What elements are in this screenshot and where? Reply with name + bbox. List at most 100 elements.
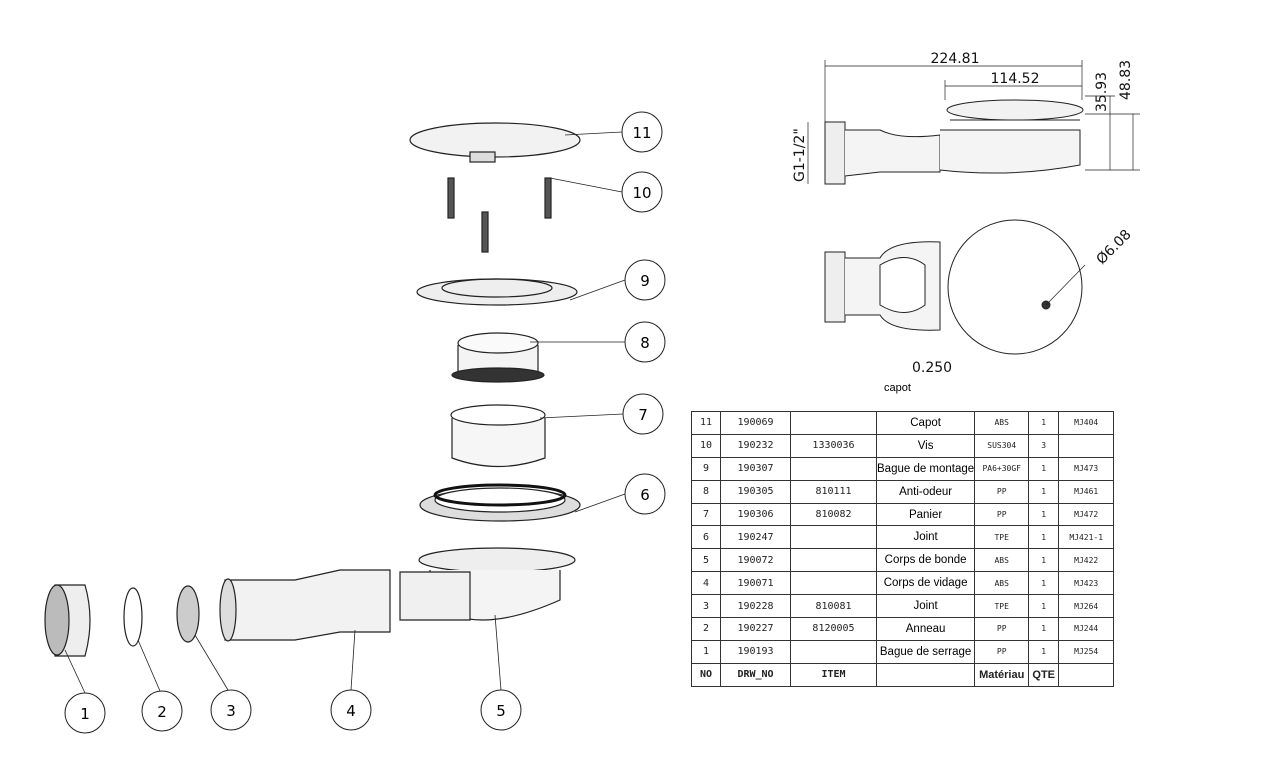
callout-1: 1 — [64, 692, 106, 734]
cell-name: Joint — [875, 525, 976, 550]
cell-mat: PP — [974, 479, 1030, 504]
cell-name: Bague de montage — [875, 456, 976, 481]
cell-name: Corps de bonde — [875, 548, 976, 573]
callout-5: 5 — [480, 689, 522, 731]
cell-qty: 1 — [1028, 525, 1060, 550]
dim-hole-diameter: Ø6.08 — [1094, 227, 1135, 268]
cell-drw: 190072 — [720, 548, 791, 573]
part-8-anti-odour — [451, 332, 545, 383]
cell-name: Bague de serrage — [875, 639, 976, 664]
cell-drw: 190193 — [720, 639, 791, 664]
cell-mat: PP — [974, 639, 1030, 664]
dim-overall-length: 224.81 — [931, 51, 980, 67]
side-view — [824, 99, 1084, 185]
svg-text:3: 3 — [226, 702, 236, 720]
cell-name: Anti-odeur — [875, 479, 976, 504]
callout-6: 6 — [624, 473, 666, 515]
part-9-mounting-ring — [416, 278, 578, 306]
callout-8: 8 — [624, 321, 666, 363]
svg-text:1: 1 — [80, 705, 90, 723]
cell-qty: 3 — [1028, 433, 1060, 458]
cell-mat: ABS — [974, 571, 1030, 596]
cell-no: 2 — [691, 617, 721, 641]
cell-mat: PA6+30GF — [974, 456, 1030, 481]
cell-ref — [1058, 433, 1115, 458]
cell-no: 3 — [691, 594, 721, 619]
header-qty: QTE — [1028, 662, 1060, 687]
svg-text:2: 2 — [157, 703, 167, 721]
callout-7: 7 — [622, 393, 664, 435]
cell-item: 1330036 — [790, 433, 877, 458]
cell-mat: PP — [974, 502, 1030, 527]
cell-ref: MJ422 — [1058, 548, 1115, 573]
cell-mat: TPE — [974, 525, 1030, 550]
cell-item: 810082 — [790, 502, 877, 527]
part-3-joint — [176, 585, 200, 643]
cell-name: Corps de vidage — [875, 571, 976, 596]
cell-name: Panier — [875, 502, 976, 527]
cell-drw: 190305 — [720, 479, 791, 504]
svg-text:6: 6 — [640, 486, 650, 504]
cell-no: 10 — [691, 433, 721, 458]
cell-item: 810111 — [790, 479, 877, 504]
cell-qty: 1 — [1028, 594, 1060, 619]
part-1-nut — [44, 584, 91, 657]
cell-qty: 1 — [1028, 571, 1060, 596]
top-view — [824, 219, 1086, 355]
header-item: ITEM — [790, 662, 877, 687]
cell-name: Anneau — [875, 617, 976, 641]
svg-text:11: 11 — [632, 124, 651, 142]
cell-drw: 190069 — [720, 411, 791, 435]
part-6-seal — [419, 483, 581, 522]
cell-item — [790, 548, 877, 573]
cell-ref: MJ404 — [1058, 411, 1115, 435]
cell-name: Joint — [875, 594, 976, 619]
svg-text:10: 10 — [632, 184, 651, 202]
callout-9: 9 — [624, 259, 666, 301]
callout-11: 11 — [621, 111, 663, 153]
cell-drw: 190232 — [720, 433, 791, 458]
cell-drw: 190247 — [720, 525, 791, 550]
part-2-ring — [123, 587, 143, 647]
cell-qty: 1 — [1028, 639, 1060, 664]
cell-ref: MJ421-1 — [1058, 525, 1115, 550]
cell-drw: 190071 — [720, 571, 791, 596]
leader-lines — [64, 131, 626, 694]
header-ref — [1058, 662, 1115, 687]
cell-name: Capot — [875, 411, 976, 435]
svg-text:7: 7 — [638, 406, 648, 424]
cell-item: 810081 — [790, 594, 877, 619]
cell-ref: MJ254 — [1058, 639, 1115, 664]
cell-item — [790, 639, 877, 664]
cell-item — [790, 411, 877, 435]
dim-thread: G1-1/2" — [792, 128, 808, 182]
dim-height-small: 35.93 — [1094, 72, 1110, 112]
svg-text:8: 8 — [640, 334, 650, 352]
callout-2: 2 — [141, 690, 183, 732]
part-5-waste-body — [399, 547, 576, 621]
cell-mat: SUS304 — [974, 433, 1030, 458]
part-7-basket — [450, 404, 546, 468]
cell-item — [790, 525, 877, 550]
cell-ref: MJ244 — [1058, 617, 1115, 641]
cell-no: 8 — [691, 479, 721, 504]
header-drw-no: DRW_NO — [720, 662, 791, 687]
header-name — [875, 662, 976, 687]
part-10-screws — [447, 177, 552, 253]
cell-drw: 190228 — [720, 594, 791, 619]
svg-text:5: 5 — [496, 702, 506, 720]
cell-no: 1 — [691, 639, 721, 664]
header-no: NO — [691, 662, 721, 687]
